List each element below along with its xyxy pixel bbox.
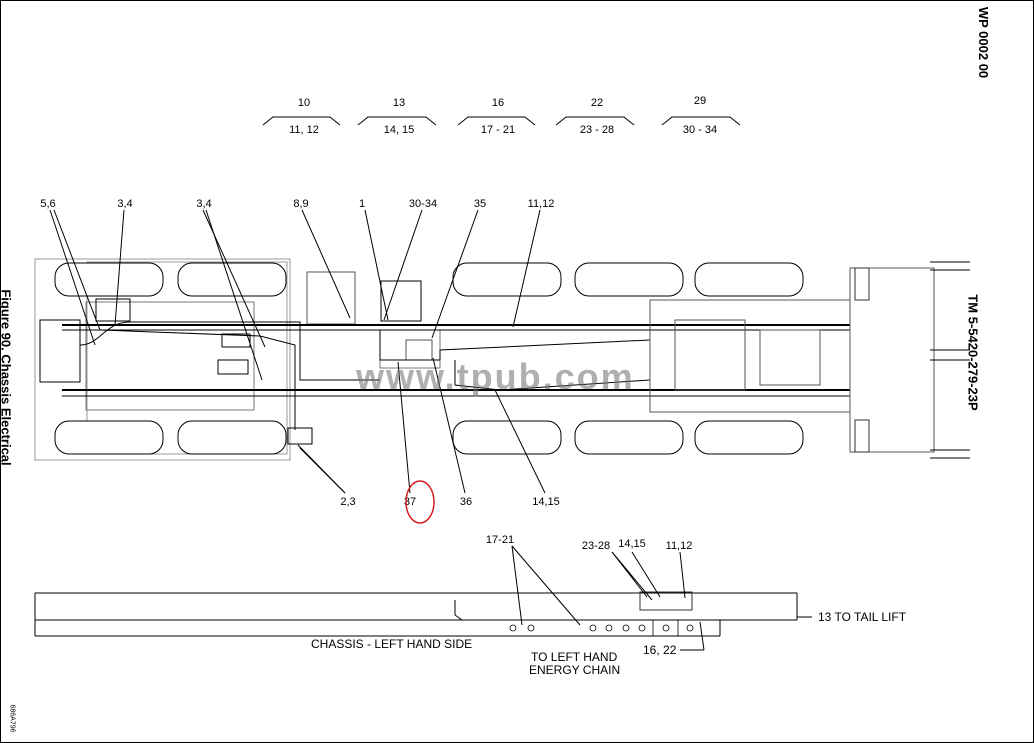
callout-top-1: 5,6 (40, 198, 55, 210)
energy-chain-label-1: TO LEFT HAND (531, 650, 618, 664)
side-callout-3: 14,15 (618, 538, 646, 550)
callout-top-4: 8,9 (293, 198, 308, 210)
detail-ref-bottom-3: 17 - 21 (481, 124, 515, 136)
chassis-side-label: CHASSIS - LEFT HAND SIDE (311, 637, 472, 651)
tm-number: TM 5-5420-279-23P (965, 294, 981, 411)
figure-title: Figure 90. Chassis Electrical (0, 289, 14, 466)
detail-ref-bottom-4: 23 - 28 (580, 124, 614, 136)
side-callout-2: 23-28 (582, 540, 610, 552)
bottom-leaders (297, 357, 546, 494)
detail-ref-top-5: 29 (694, 95, 706, 107)
top-leaders (49, 209, 541, 381)
callout-top-2: 3,4 (117, 198, 132, 210)
callout-bottom-2: 37 (404, 496, 416, 508)
side-callout-1: 17-21 (486, 534, 514, 546)
detail-ref-top-2: 13 (393, 97, 405, 109)
detail-ref-bottom-2: 14, 15 (384, 124, 415, 136)
drawing-id: 686A796 (8, 704, 16, 733)
detail-ref-top-3: 16 (492, 97, 504, 109)
energy-chain-label-2: ENERGY CHAIN (529, 663, 620, 677)
callout-top-7: 35 (474, 198, 486, 210)
side-callout-4: 11,12 (666, 540, 693, 552)
ref-16-22-label: 16, 22 (643, 643, 677, 657)
callout-bottom-3: 36 (460, 496, 472, 508)
tail-lift-label: 13 TO TAIL LIFT (818, 610, 907, 624)
highlight-circle (405, 480, 435, 524)
callout-bottom-4: 14,15 (532, 496, 560, 508)
detail-ref-top-4: 22 (591, 97, 603, 109)
callout-top-8: 11,12 (528, 198, 555, 210)
callout-top-3: 3,4 (196, 198, 211, 210)
callout-bottom-1: 2,3 (340, 496, 355, 508)
wheels (54, 262, 804, 455)
callout-top-6: 30-34 (409, 198, 437, 210)
detail-refs (262, 116, 741, 126)
side-leaders (511, 545, 686, 626)
wp-number: WP 0002 00 (976, 6, 992, 79)
callout-top-5: 1 (359, 198, 365, 210)
detail-ref-bottom-5: 30 - 34 (683, 124, 717, 136)
energy-chain-holes (509, 620, 694, 636)
chassis-side-view (34, 591, 812, 651)
detail-ref-top-1: 10 (298, 97, 310, 109)
watermark: www.tpub.com (356, 356, 635, 397)
detail-ref-bottom-1: 11, 12 (289, 124, 319, 136)
